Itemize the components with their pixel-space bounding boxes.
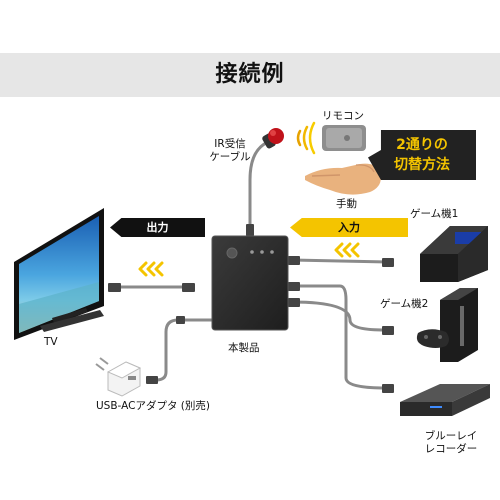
product-label: 本製品 <box>228 342 260 354</box>
game2-label: ゲーム機2 <box>380 298 429 310</box>
game1-label: ゲーム機1 <box>410 208 459 220</box>
adapter-label: USB-ACアダプタ (別売) <box>96 400 210 412</box>
switching-line1: 2通りの <box>396 137 448 153</box>
switching-methods-callout: 2通りの 切替方法 <box>368 130 476 180</box>
game-console-1 <box>420 226 488 282</box>
remote <box>322 125 366 151</box>
input-chevron-2 <box>342 242 352 258</box>
bluray-recorder <box>400 384 490 416</box>
ir-signal-waves <box>296 121 316 155</box>
power-cable <box>154 318 215 382</box>
game-console-2 <box>416 288 478 362</box>
signal-arrows <box>138 242 360 277</box>
hand <box>305 163 381 195</box>
product-box <box>211 235 289 331</box>
output-banner: 出力 <box>110 218 205 237</box>
ir-cable-label: IR受信 ケーブル <box>200 138 260 164</box>
tv-chevron-1 <box>138 261 148 277</box>
tv-chevron-3 <box>154 261 164 277</box>
usb-ac-adapter <box>95 357 142 397</box>
cable-plugs <box>108 224 394 393</box>
switching-line2: 切替方法 <box>394 157 450 173</box>
led-3 <box>270 250 274 254</box>
title-bar: 接続例 <box>0 53 500 97</box>
led-2 <box>260 250 264 254</box>
recorder-label-line2: レコーダー <box>424 443 478 455</box>
tv-label: TV <box>44 336 58 348</box>
input-chevron-1 <box>334 242 344 258</box>
tv <box>14 208 104 340</box>
ir-cable-label-line2: ケーブル <box>209 151 251 163</box>
recorder-label: ブルーレイ レコーダー <box>416 430 486 456</box>
led-1 <box>250 250 254 254</box>
game2-cable <box>290 300 386 332</box>
tv-chevron-2 <box>146 261 156 277</box>
manual-label: 手動 <box>336 198 357 210</box>
recorder-label-line1: ブルーレイ <box>424 430 478 442</box>
input-banner: 入力 <box>290 218 408 237</box>
game1-cable <box>290 258 387 264</box>
remote-label: リモコン <box>322 110 364 122</box>
ir-cable-label-line1: IR受信 <box>214 138 246 150</box>
input-chevron-3 <box>350 242 360 258</box>
page-title: 接続例 <box>215 62 285 87</box>
ir-receiver <box>262 128 284 149</box>
ir-cable <box>248 140 270 234</box>
cables <box>118 140 387 390</box>
select-button <box>226 247 238 259</box>
recorder-cable <box>290 284 386 390</box>
